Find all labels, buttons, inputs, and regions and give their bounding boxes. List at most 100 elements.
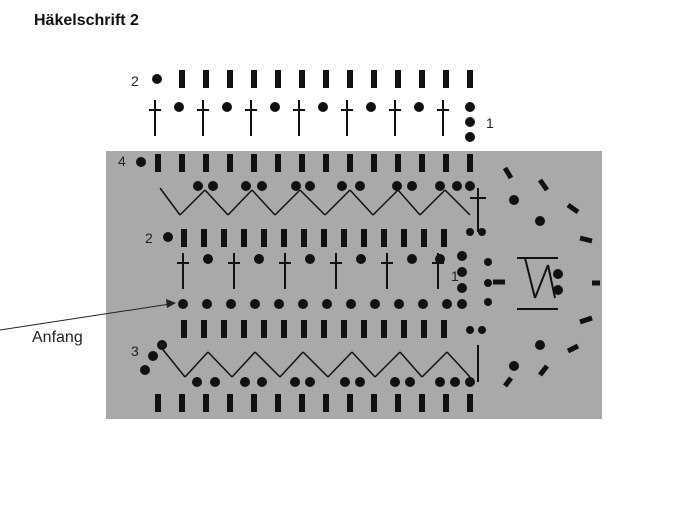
stitch-line xyxy=(184,351,209,378)
chain-dot xyxy=(203,254,213,264)
stitch-line xyxy=(351,351,376,378)
stitch-symbols xyxy=(136,70,600,412)
chain-dot xyxy=(394,299,404,309)
stitch-bar xyxy=(467,70,473,88)
stitch-bar xyxy=(347,70,353,88)
chain-dot xyxy=(442,299,452,309)
chain-dot xyxy=(193,181,203,191)
chain-dot xyxy=(157,340,167,350)
stitch-bar xyxy=(251,70,257,88)
chain-dot xyxy=(457,283,467,293)
stitch-line xyxy=(579,235,593,244)
stitch-bar xyxy=(299,70,305,88)
stitch-bar xyxy=(419,394,425,412)
chain-dot xyxy=(465,132,475,142)
stitch-bar xyxy=(347,154,353,172)
stitch-line xyxy=(538,364,549,377)
stitch-bar xyxy=(275,394,281,412)
chain-dot xyxy=(210,377,220,387)
stitch-bar xyxy=(323,394,329,412)
chain-dot xyxy=(466,228,474,236)
stitch-bar xyxy=(395,70,401,88)
stitch-bar xyxy=(441,320,447,338)
stitch-bar xyxy=(181,229,187,247)
stitch-bar xyxy=(443,70,449,88)
stitch-bar xyxy=(221,229,227,247)
stitch-bar xyxy=(467,394,473,412)
chain-dot xyxy=(192,377,202,387)
stitch-line xyxy=(279,351,304,378)
stitch-bar xyxy=(203,70,209,88)
stitch-bar xyxy=(227,70,233,88)
stitch-bar xyxy=(201,229,207,247)
chain-dot xyxy=(148,351,158,361)
chain-dot xyxy=(435,254,445,264)
stitch-bar xyxy=(401,229,407,247)
row-label-2-mid: 2 xyxy=(145,230,153,246)
stitch-bar xyxy=(371,394,377,412)
chain-dot xyxy=(356,254,366,264)
stitch-line xyxy=(204,189,229,216)
stitch-bar xyxy=(419,70,425,88)
stitch-bar xyxy=(155,394,161,412)
stitch-bar xyxy=(301,229,307,247)
chain-dot xyxy=(414,102,424,112)
diagram-title: Häkelschrift 2 xyxy=(34,12,139,29)
chain-dot xyxy=(140,365,150,375)
chain-dot xyxy=(163,232,173,242)
stitch-bar xyxy=(203,154,209,172)
chain-dot xyxy=(291,181,301,191)
stitch-bar xyxy=(179,394,185,412)
stitch-line xyxy=(421,351,448,378)
stitch-line xyxy=(299,189,326,216)
stitch-line xyxy=(534,264,549,299)
stitch-line xyxy=(419,189,446,216)
stitch-bar xyxy=(361,320,367,338)
chain-dot xyxy=(457,299,467,309)
chain-dot xyxy=(318,102,328,112)
chain-dot xyxy=(178,299,188,309)
chain-dot xyxy=(535,340,545,350)
stitch-line xyxy=(502,166,514,180)
stitch-bar xyxy=(381,320,387,338)
chain-dot xyxy=(484,258,492,266)
chain-dot xyxy=(250,299,260,309)
stitch-line xyxy=(324,189,351,216)
stitch-bar xyxy=(251,394,257,412)
stitch-bar xyxy=(419,154,425,172)
row-label-4: 4 xyxy=(118,153,126,169)
chain-dot xyxy=(322,299,332,309)
stitch-line xyxy=(302,351,329,378)
chain-dot xyxy=(346,299,356,309)
chain-dot xyxy=(553,285,563,295)
stitch-bar xyxy=(443,154,449,172)
gray-panel xyxy=(106,151,602,419)
chain-dot xyxy=(553,269,563,279)
chain-dot xyxy=(298,299,308,309)
stitch-line xyxy=(503,376,513,388)
row-label-1-top: 1 xyxy=(486,115,494,131)
chain-dot xyxy=(465,102,475,112)
stitch-line xyxy=(207,351,233,378)
stitch-bar xyxy=(371,70,377,88)
stitch-line xyxy=(179,189,206,216)
stitch-bar xyxy=(227,394,233,412)
chain-dot xyxy=(466,326,474,334)
stitch-line xyxy=(251,189,276,216)
chain-dot xyxy=(418,299,428,309)
stitch-bar xyxy=(341,229,347,247)
stitch-bar xyxy=(467,154,473,172)
row-label-1-mid: 1 xyxy=(451,268,459,284)
stitch-bar xyxy=(421,229,427,247)
chain-dot xyxy=(435,181,445,191)
stitch-line xyxy=(524,257,536,299)
stitch-line xyxy=(159,187,181,216)
stitch-line xyxy=(227,189,253,216)
stitch-bar xyxy=(443,394,449,412)
chain-dot xyxy=(337,181,347,191)
stitch-bar xyxy=(441,229,447,247)
chain-dot xyxy=(240,377,250,387)
stitch-bar xyxy=(381,229,387,247)
chain-dot xyxy=(257,181,267,191)
